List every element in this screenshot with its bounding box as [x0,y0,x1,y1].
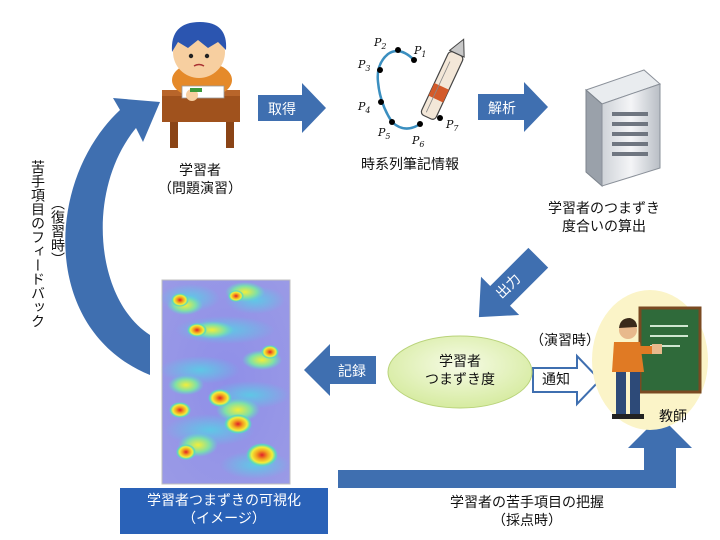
stumble-bubble-text: 学習者 つまずき度 [425,354,495,388]
feedback-curved-arrow [65,98,160,375]
learner-name: 学習者 [179,163,221,179]
acquire-arrow [258,83,326,133]
handwriting-trajectory [376,38,465,130]
record-label: 記録 [338,364,366,380]
visualization-caption: 学習者つまずきの可視化 （イメージ） [147,493,301,527]
learner-activity: （問題演習） [158,181,242,197]
point-label-p7: P7 [446,118,459,134]
visualization-caption-box [120,488,328,534]
timeseries-label: 時系列筆記情報 [361,157,459,173]
point-label-p3: P3 [358,58,371,74]
point-label-p5: P5 [378,126,391,142]
output-arrow [478,247,549,318]
record-arrow [304,344,376,396]
point-label-p4: P4 [358,100,371,116]
analyze-label: 解析 [488,101,516,117]
feedback-when-label: （復習時） [49,196,65,266]
teacher-label: 教師 [659,409,687,425]
heatmap-visualization [160,279,291,485]
teacher-illustration [592,290,708,430]
server-caption: 学習者のつまずき 度合いの算出 [548,201,660,235]
point-label-p6: P6 [412,134,425,150]
point-label-p2: P2 [374,36,387,52]
learner-label: 学習者 （問題演習） [150,162,250,198]
notify-label: 通知 [542,372,570,388]
analyze-arrow [478,82,548,132]
point-label-p1: P1 [414,44,427,60]
grasp-arrow [338,416,692,488]
exercise-time-label: （演習時） [530,333,600,349]
feedback-label: 苦手項目のフィードバック [29,160,45,328]
acquire-label: 取得 [268,102,296,118]
grasp-caption: 学習者の苦手項目の把握 （採点時） [450,495,604,529]
notify-arrow [532,353,602,407]
stumble-bubble [387,335,533,409]
server-illustration [585,69,661,188]
learner-illustration [162,22,240,148]
